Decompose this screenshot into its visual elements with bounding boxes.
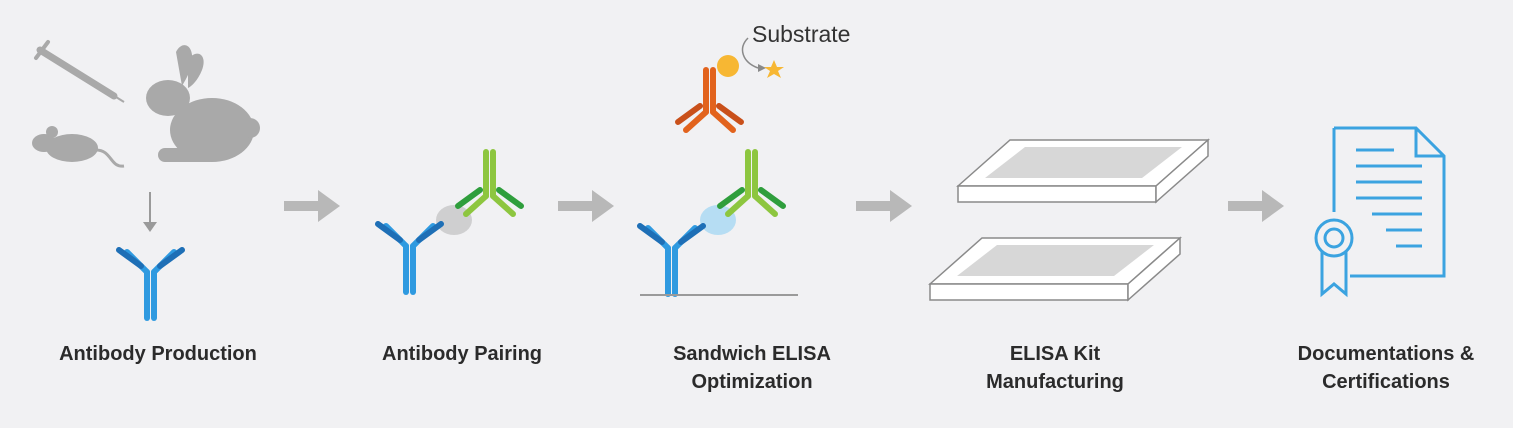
arrow-right-icon: [558, 190, 614, 222]
arrow-right-icon: [1228, 190, 1284, 222]
step-label-line: Antibody Production: [59, 343, 257, 365]
step-label-line: Documentations &: [1297, 343, 1475, 365]
arrow-right-icon: [856, 190, 912, 222]
antibody-icon: [119, 250, 182, 318]
rabbit-icon: [146, 45, 260, 162]
elisa-plate-icon: [928, 236, 1182, 302]
syringe-icon: [34, 40, 125, 103]
step-label-line: Optimization: [691, 371, 813, 393]
step-label-antibody-production: Antibody Production: [28, 340, 288, 368]
sandwich-elisa-graphic: [640, 37, 798, 295]
star-icon: [764, 60, 784, 78]
certificate-icon: [1314, 126, 1446, 298]
detection-antibody-icon: [675, 67, 744, 133]
arrow-right-icon: [284, 190, 340, 222]
step-label-sandwich-elisa: Sandwich ELISA Optimization: [630, 340, 874, 396]
step-label-antibody-pairing: Antibody Pairing: [342, 340, 582, 368]
enzyme-icon: [717, 55, 739, 77]
substrate-label: Substrate: [752, 21, 851, 47]
mouse-icon: [32, 126, 125, 168]
down-arrow-icon: [143, 192, 157, 232]
step-label-line: Manufacturing: [986, 371, 1124, 393]
antibody-pairing-graphic: [378, 152, 521, 292]
step-label-line: Antibody Pairing: [382, 343, 542, 365]
elisa-plate-icon: [956, 138, 1210, 204]
step-label-documentation: Documentations & Certifications: [1266, 340, 1506, 396]
step-label-line: Sandwich ELISA: [673, 343, 831, 365]
step-label-elisa-kit: ELISA Kit Manufacturing: [940, 340, 1170, 396]
step-label-line: ELISA Kit: [1009, 343, 1101, 365]
step-label-line: Certifications: [1322, 371, 1450, 393]
